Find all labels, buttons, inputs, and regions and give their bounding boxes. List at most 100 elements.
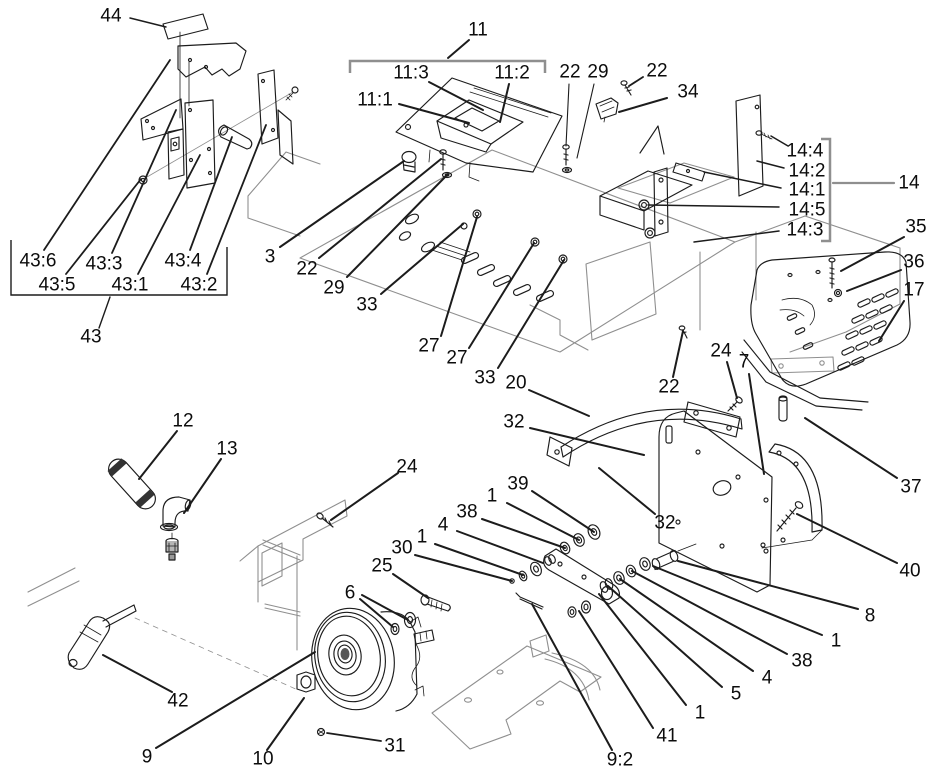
leader-lines [10, 17, 905, 751]
callout-1-d: 1 [694, 702, 706, 724]
callout-22-c: 22 [296, 258, 318, 280]
leader-38-b [631, 570, 788, 655]
callout-32-b: 32 [654, 512, 676, 534]
callout-5: 5 [730, 683, 742, 705]
leader-1-c [652, 565, 823, 636]
callout-1-a: 1 [486, 485, 498, 507]
callout-11-1: 11:1 [357, 89, 393, 111]
leader-25 [392, 573, 429, 599]
callout-3: 3 [264, 246, 276, 268]
leader-14-4 [770, 135, 789, 147]
callout-14: 14 [898, 172, 920, 194]
leader-14-5 [647, 204, 780, 208]
part-bolt-24b [316, 512, 334, 528]
leader-7 [748, 373, 765, 475]
callout-20: 20 [505, 372, 527, 394]
part-nut-41 [567, 606, 577, 618]
leader-22-d [672, 330, 684, 378]
callout-14-1: 14:1 [788, 179, 826, 201]
part-bolt-35 [828, 257, 843, 298]
leader-32-a [529, 427, 645, 456]
leader-22-a [565, 83, 570, 147]
callout-34: 34 [677, 81, 699, 103]
leader-40 [796, 513, 898, 564]
leader-41 [578, 610, 654, 729]
callout-14-5: 14:5 [788, 199, 826, 221]
leader-5 [607, 585, 723, 688]
leader-43-1 [137, 154, 201, 275]
callout-30: 30 [391, 537, 413, 559]
part-rod-9-2 [515, 592, 544, 610]
callout-24-a: 24 [710, 340, 732, 362]
callout-22-b: 22 [646, 60, 668, 82]
leader-4-b [619, 578, 754, 672]
callout-6: 6 [344, 582, 356, 604]
leader-12 [138, 430, 178, 480]
callout-43-5: 43:5 [38, 274, 76, 296]
leader-1-b [434, 543, 524, 576]
part-elbow-13 [159, 496, 192, 561]
callout-29-b: 29 [323, 277, 345, 299]
leader-24-b [330, 472, 399, 521]
leader-44 [129, 17, 167, 28]
callout-22-a: 22 [559, 61, 581, 83]
leader-22-c [318, 158, 442, 259]
callout-4-b: 4 [761, 667, 773, 689]
leader-10 [266, 697, 305, 751]
callout-8: 8 [864, 605, 876, 627]
callout-14-4: 14:4 [786, 140, 824, 162]
leader-27-b [468, 242, 535, 349]
callout-11-3: 11:3 [393, 62, 429, 84]
part-support-plate-7 [658, 410, 773, 593]
part-clutch-9 [311, 607, 435, 712]
callout-38-a: 38 [456, 501, 478, 523]
part-nut-10 [296, 671, 316, 693]
part-mount-bracket-14 [599, 94, 773, 239]
callout-43-4: 43:4 [164, 250, 202, 272]
callout-27-b: 27 [446, 347, 468, 369]
callout-33-a: 33 [356, 294, 378, 316]
part-hardware-stack-lower [515, 543, 697, 618]
leader-43-4 [189, 136, 233, 251]
leader-14-1 [703, 171, 782, 189]
leader-24-a [726, 361, 738, 399]
callout-31: 31 [384, 735, 406, 757]
part-nut-36 [833, 288, 843, 298]
leader-9-2 [531, 603, 613, 751]
leader-1-a [506, 502, 580, 541]
part-latch-34 [595, 97, 619, 123]
callout-17: 17 [903, 279, 925, 301]
callout-9-2: 9:2 [606, 749, 634, 771]
leader-6 [359, 598, 394, 628]
callout-43-1: 43:1 [111, 274, 149, 296]
part-curved-strap-20 [546, 325, 743, 467]
leader-29-b [346, 173, 449, 278]
callout-11-2: 11:2 [494, 62, 530, 84]
leader-34 [618, 97, 668, 113]
callout-35: 35 [905, 216, 927, 238]
callout-27-a: 27 [418, 335, 440, 357]
part-console-panel-11 [395, 77, 563, 182]
leader-43 [98, 296, 111, 329]
leader-38-a [481, 518, 566, 549]
leader-37 [804, 417, 898, 479]
callout-43-6: 43:6 [19, 250, 57, 272]
leader-17 [878, 300, 905, 342]
callout-7: 7 [738, 351, 750, 373]
part-decal-44 [162, 13, 209, 40]
callout-37: 37 [900, 476, 922, 498]
leader-39 [531, 490, 595, 533]
leader-22-b [628, 76, 644, 87]
callout-10: 10 [252, 748, 274, 770]
leader-13 [183, 458, 222, 514]
leader-11-1 [398, 103, 470, 124]
callout-43-3: 43:3 [85, 253, 123, 275]
bracket-group-43 [10, 240, 228, 296]
part-side-panels-43 [257, 69, 294, 165]
callout-1-b: 1 [416, 526, 428, 548]
deck-slots [398, 209, 568, 303]
callout-22-d: 22 [658, 376, 680, 398]
leader-11-3 [428, 81, 484, 111]
bracket-group-11 [348, 59, 547, 73]
